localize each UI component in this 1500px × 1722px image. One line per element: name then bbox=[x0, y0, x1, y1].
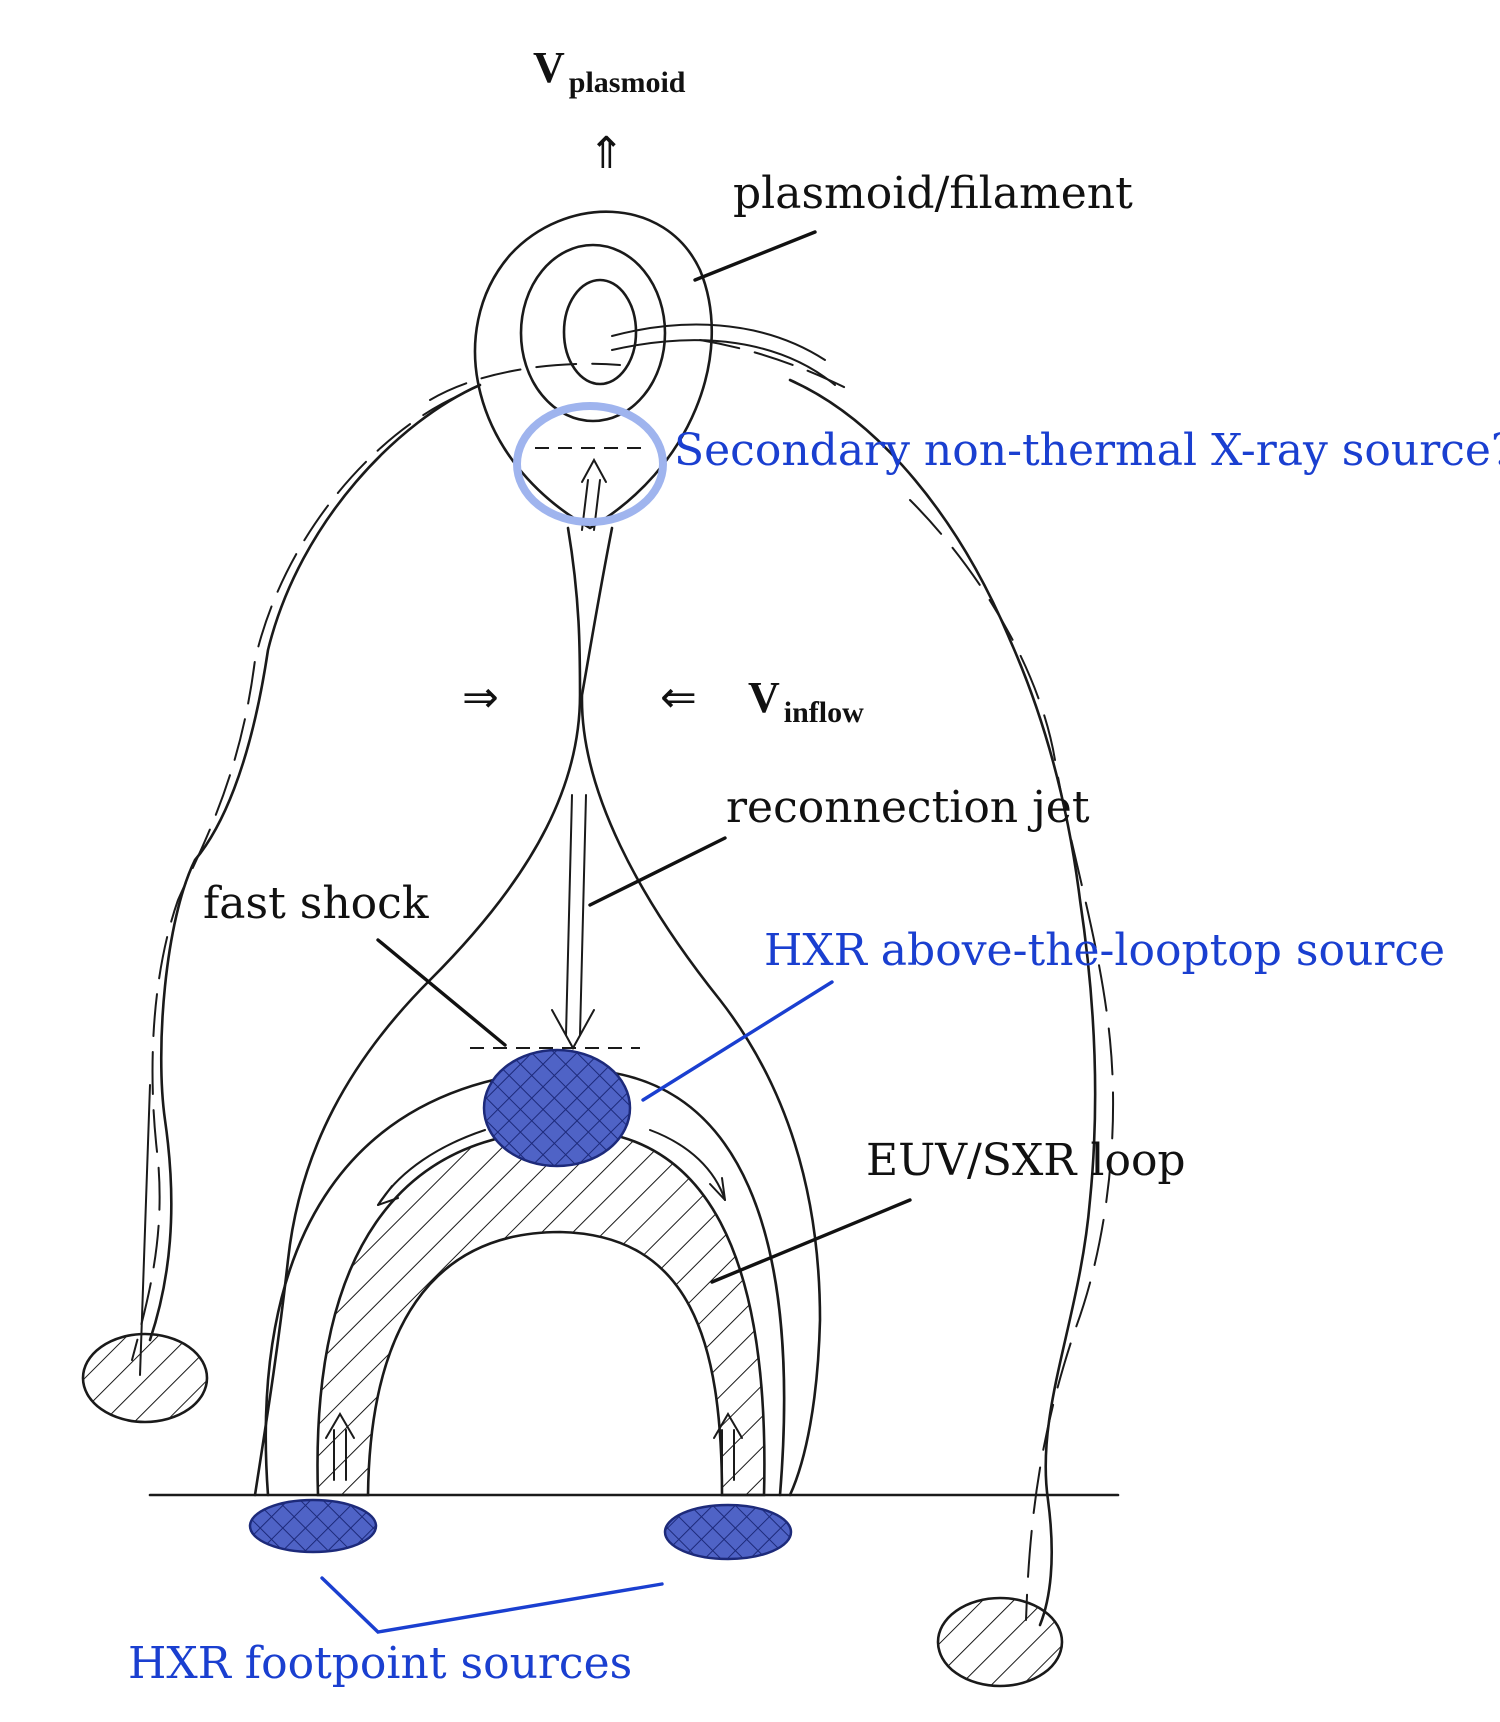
plasmoid-leader bbox=[693, 230, 817, 282]
reconnection-jet-label: reconnection jet bbox=[726, 782, 1090, 833]
v-inflow-subscript: inflow bbox=[784, 696, 864, 729]
v-plasmoid-subscript: plasmoid bbox=[569, 66, 686, 99]
outer-rope-footpoint-right bbox=[936, 1596, 1064, 1688]
current-sheet-right bbox=[580, 526, 822, 1497]
loop-hatched-band bbox=[316, 1128, 766, 1497]
plasmoid-label: plasmoid/filament bbox=[733, 168, 1133, 219]
footpoint-arrow-left bbox=[325, 1412, 355, 1481]
v-inflow-symbol: V bbox=[748, 673, 780, 722]
outer-flux-rope-right-strand bbox=[909, 499, 1115, 1621]
hxr-footpoint-leader bbox=[320, 1576, 664, 1634]
current-sheet-left bbox=[253, 526, 582, 1497]
fast-shock-leader bbox=[376, 938, 507, 1047]
outer-flux-rope-left-strand bbox=[131, 394, 461, 1361]
loop-flow-arrow-left-head bbox=[377, 1185, 399, 1206]
plasmoid-middle-ring bbox=[519, 243, 667, 423]
hxr-footpoint-right bbox=[663, 1503, 793, 1561]
secondary-source-label: Secondary non-thermal X-ray source? bbox=[674, 425, 1500, 476]
inflow-arrow-left: ⇒ bbox=[462, 672, 499, 723]
secondary-source-highlight bbox=[513, 402, 667, 526]
hxr-footpoint-left bbox=[248, 1498, 378, 1554]
upward-jet-head bbox=[581, 457, 607, 483]
hxr-looptop-source bbox=[482, 1048, 632, 1168]
outer-flux-rope-right bbox=[788, 378, 1097, 1627]
euv-loop-leader bbox=[710, 1198, 912, 1284]
plasmoid-inner-strand-b bbox=[611, 339, 836, 386]
plasmoid-outer-loop bbox=[473, 210, 714, 530]
outer-rope-footpoint-left bbox=[81, 1332, 209, 1424]
v-plasmoid-symbol: V bbox=[533, 43, 565, 92]
euv-sxr-loop-label: EUV/SXR loop bbox=[866, 1135, 1186, 1186]
reconnection-jet-head bbox=[551, 1009, 595, 1051]
plasmoid-inner-ring bbox=[562, 278, 638, 386]
v-inflow-label: V inflow bbox=[748, 673, 864, 729]
hxr-looptop-label: HXR above-the-looptop source bbox=[764, 925, 1445, 976]
loop-flow-arrow-right-head bbox=[709, 1177, 726, 1201]
footpoint-arrow-right bbox=[713, 1412, 743, 1481]
inflow-arrow-right: ⇐ bbox=[660, 672, 697, 723]
outer-flux-rope-top bbox=[429, 339, 851, 401]
reconnection-jet-shaft-b bbox=[579, 794, 587, 1036]
loop-flow-arrow-right bbox=[649, 1129, 726, 1201]
hxr-looptop-leader bbox=[641, 980, 834, 1102]
reconnection-jet-shaft-a bbox=[565, 794, 573, 1036]
fast-shock-label: fast shock bbox=[203, 878, 429, 929]
plasmoid-velocity-arrow: ⇑ bbox=[588, 128, 625, 179]
hxr-footpoints-label: HXR footpoint sources bbox=[128, 1638, 632, 1689]
outer-flux-rope-left-leg bbox=[139, 1084, 151, 1376]
v-plasmoid-label: V plasmoid bbox=[533, 43, 686, 99]
reconnection-jet-leader bbox=[588, 836, 727, 907]
plasmoid-inner-strand-a bbox=[611, 323, 826, 361]
